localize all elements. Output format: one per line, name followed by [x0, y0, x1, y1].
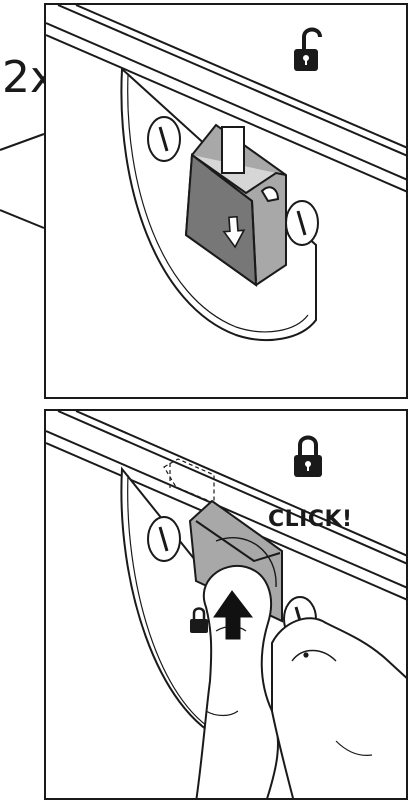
screw-left: [148, 517, 180, 561]
step-two-illustration: [46, 411, 408, 800]
screw-left: [148, 117, 180, 161]
step-two-panel: CLICK!: [44, 409, 408, 800]
step-one-illustration: [46, 5, 408, 399]
locked-padlock-icon: [294, 438, 322, 478]
click-label: CLICK!: [268, 507, 353, 532]
step-one-panel: [44, 3, 408, 399]
screw-right: [286, 201, 318, 245]
unlocked-padlock-icon: [294, 30, 320, 72]
